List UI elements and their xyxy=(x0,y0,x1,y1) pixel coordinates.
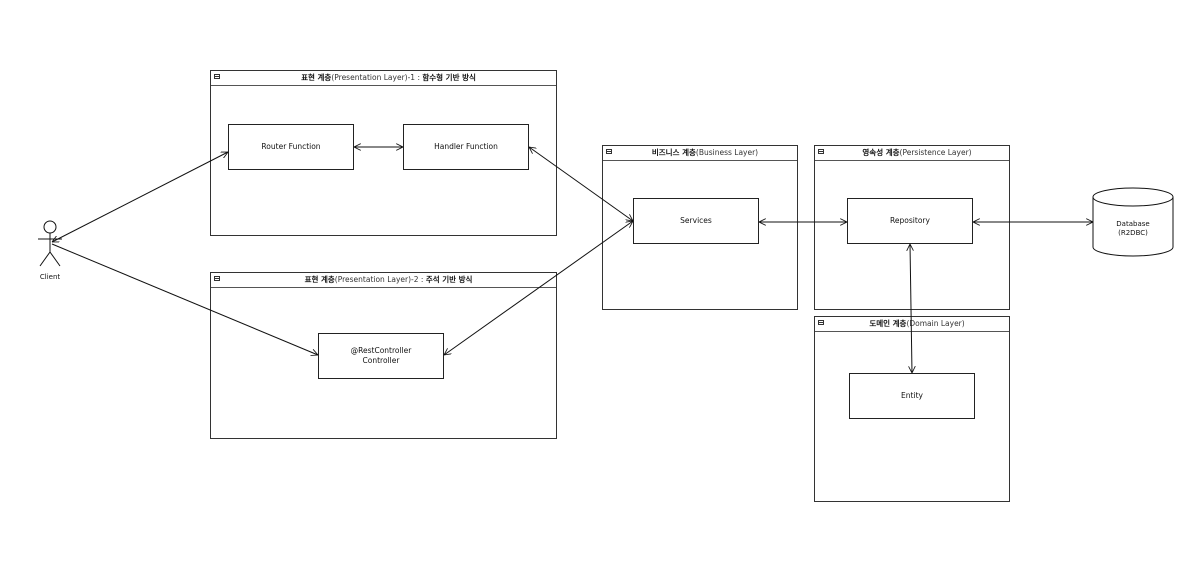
package-icon xyxy=(818,149,824,154)
package-icon xyxy=(214,276,220,281)
services-box[interactable]: Services xyxy=(633,198,759,244)
link-handler-services xyxy=(529,147,633,221)
services-label: Services xyxy=(680,216,712,225)
package-icon xyxy=(214,74,220,79)
entity-label: Entity xyxy=(901,391,923,400)
link-client-router xyxy=(52,151,228,243)
rest-controller-label: @RestController Controller xyxy=(350,346,412,365)
router-function-box[interactable]: Router Function xyxy=(228,124,354,170)
package-title: 비즈니스 계층(Business Layer) xyxy=(651,148,759,157)
database-icon[interactable] xyxy=(1092,187,1174,257)
link-repository-entity xyxy=(910,244,912,373)
router-function-label: Router Function xyxy=(261,142,321,151)
repository-box[interactable]: Repository xyxy=(847,198,973,244)
client-actor-icon[interactable] xyxy=(38,220,62,267)
handler-function-label: Handler Function xyxy=(434,142,498,151)
link-client-controller xyxy=(51,243,318,355)
package-title: 도메인 계층(Domain Layer) xyxy=(869,319,965,328)
package-title: 영속성 계층(Persistence Layer) xyxy=(862,148,972,157)
package-header: 영속성 계층(Persistence Layer) xyxy=(815,146,1009,161)
link-controller-services xyxy=(444,221,633,355)
package-title: 표현 계층(Presentation Layer)-1 : 함수형 기반 방식 xyxy=(301,73,476,82)
database-label: Database (R2DBC) xyxy=(1116,220,1150,237)
package-header: 표현 계층(Presentation Layer)-1 : 함수형 기반 방식 xyxy=(211,71,556,86)
repository-label: Repository xyxy=(890,216,930,225)
client-label: Client xyxy=(39,273,61,281)
rest-controller-box[interactable]: @RestController Controller xyxy=(318,333,444,379)
entity-box[interactable]: Entity xyxy=(849,373,975,419)
handler-function-box[interactable]: Handler Function xyxy=(403,124,529,170)
package-icon xyxy=(818,320,824,325)
